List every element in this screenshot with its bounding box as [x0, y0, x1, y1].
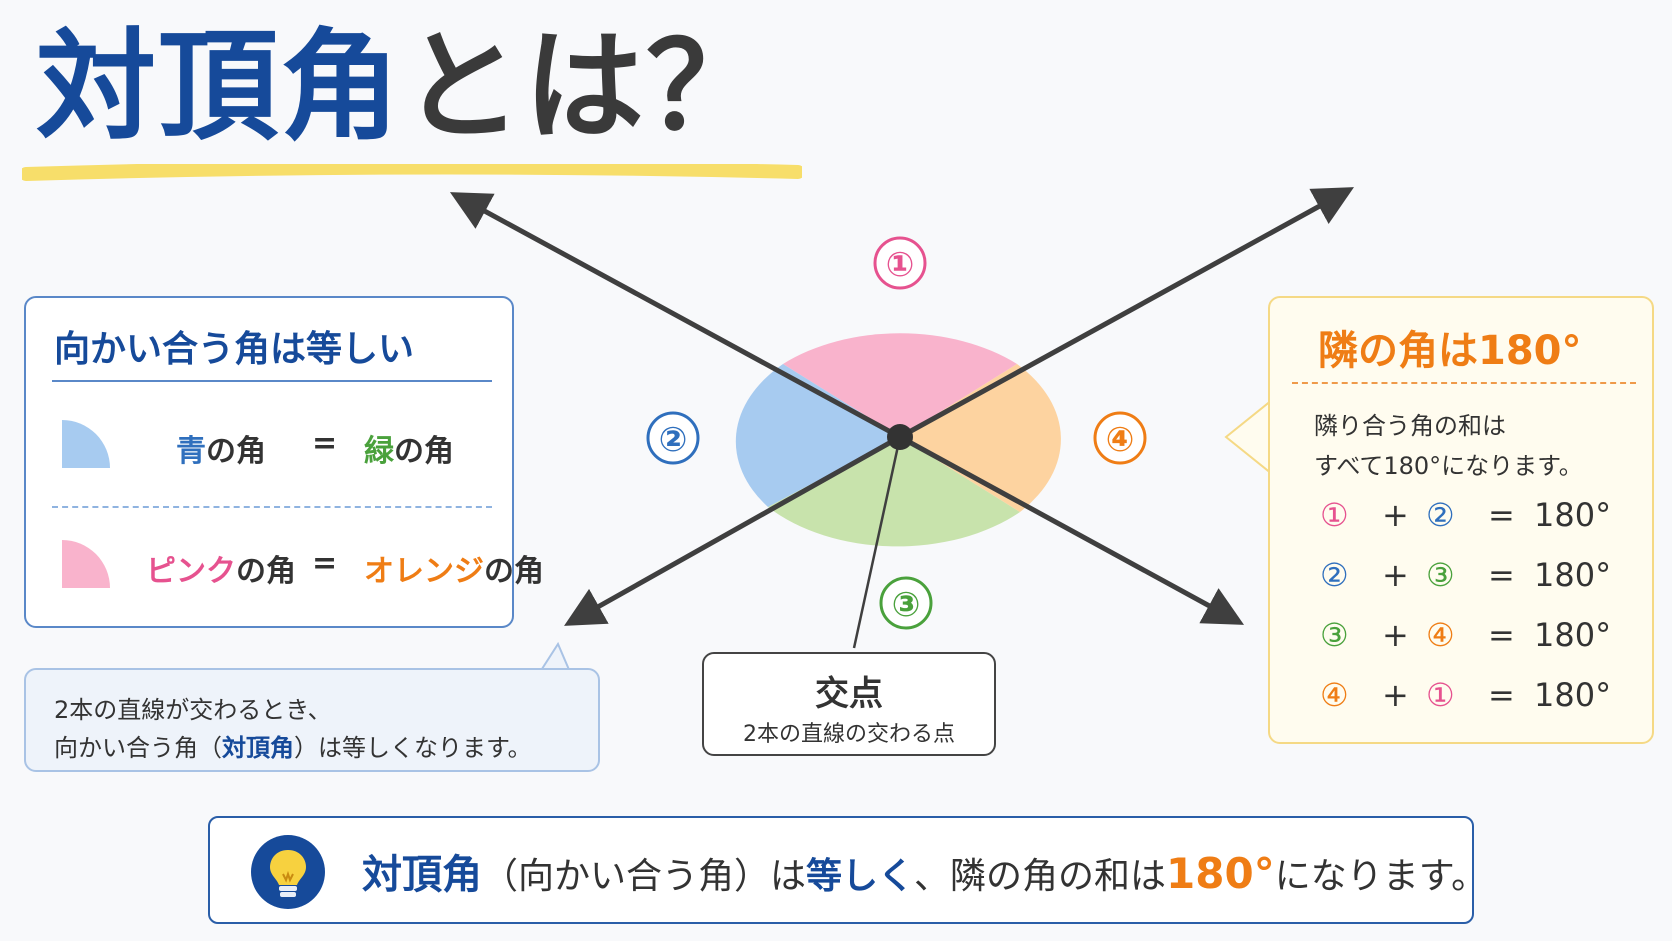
equals-sign: =: [312, 546, 338, 581]
green-angle-name: 緑: [364, 434, 394, 469]
line-b: [898, 187, 1355, 440]
blue-angle-suffix: の角: [206, 434, 266, 469]
intersection-point: [887, 424, 913, 450]
callout-tail: [538, 642, 572, 672]
dashed-divider: [1292, 382, 1636, 384]
orange-angle-suffix: の角: [484, 554, 544, 589]
sum-row: ②+③=180°: [1320, 556, 1612, 594]
line-a: [449, 192, 902, 440]
angle-1-badge: [873, 236, 927, 290]
dashed-divider: [52, 506, 492, 508]
intersection-subtitle: 2本の直線の交わる点: [743, 722, 955, 747]
lightbulb-icon: [251, 835, 325, 909]
summary-box: 対頂角（向かい合う角）は等しく、隣の角の和は180°になります。: [208, 816, 1487, 924]
sum-row: ④+①=180°: [1320, 676, 1612, 714]
equal-angles-box: 向かい合う角は等しい 青の角 = 緑の角 ピンクの角 = オレンジの角: [24, 296, 544, 628]
angle-4-label: ④: [1106, 420, 1135, 460]
sum-row: ①+②=180°: [1320, 496, 1612, 534]
adjacent-desc-line-1: 隣り合う角の和は: [1314, 412, 1506, 440]
line-a-extension: [898, 434, 1245, 625]
intersection-label-box: 交点 2本の直線の交わる点: [702, 652, 996, 756]
equal-angles-heading: 向かい合う角は等しい: [54, 329, 415, 370]
pink-angle-name: ピンク: [146, 554, 236, 589]
angle-2-badge: [646, 411, 700, 465]
angle-1-sector: [783, 333, 1017, 437]
angle-3-badge: [879, 576, 933, 630]
definition-line-1: 2本の直線が交わるとき、: [54, 696, 332, 724]
definition-callout: 2本の直線が交わるとき、 向かい合う角（対頂角）は等しくなります。: [24, 668, 600, 772]
intersection-title: 交点: [815, 674, 883, 714]
orange-angle-name: オレンジ: [364, 554, 484, 589]
title-underline: [22, 164, 802, 181]
sum-row: ③+④=180°: [1320, 616, 1612, 654]
adjacent-angles-heading: 隣の角は180°: [1318, 328, 1582, 374]
angle-3-label: ③: [892, 585, 921, 625]
equals-sign: =: [312, 426, 338, 461]
blue-wedge-icon: [62, 420, 110, 468]
angle-3-sector: [768, 437, 1020, 547]
angle-4-badge: [1093, 411, 1147, 465]
definition-line-2: 向かい合う角（対頂角）は等しくなります。: [54, 734, 532, 762]
pink-wedge-icon: [62, 540, 110, 588]
adjacent-desc-line-2: すべて180°になります。: [1314, 452, 1583, 480]
title-rest: とは？: [402, 18, 768, 157]
title-main: 対頂角: [36, 18, 402, 157]
page-title: 対頂角とは？: [36, 22, 768, 154]
intersection-pointer: [852, 445, 900, 649]
green-angle-suffix: の角: [394, 434, 454, 469]
summary-text: 対頂角（向かい合う角）は等しく、隣の角の和は180°になります。: [362, 849, 1488, 898]
adjacent-angles-box: 隣の角は180° 隣り合う角の和は すべて180°になります。 ①+②=180°…: [1268, 296, 1654, 744]
equal-row-blue-green: 青の角 = 緑の角: [54, 416, 494, 476]
angle-2-label: ②: [659, 420, 688, 460]
line-b-extension: [564, 434, 902, 626]
heading-underline: [52, 380, 492, 382]
angle-4-sector: [900, 364, 1061, 512]
angle-2-sector: [735, 364, 900, 507]
angle-1-label: ①: [886, 245, 915, 285]
equal-row-pink-orange: ピンクの角 = オレンジの角: [54, 536, 544, 596]
blue-angle-name: 青: [176, 434, 206, 469]
pink-angle-suffix: の角: [236, 554, 296, 589]
right-box-pointer: [1224, 399, 1273, 475]
